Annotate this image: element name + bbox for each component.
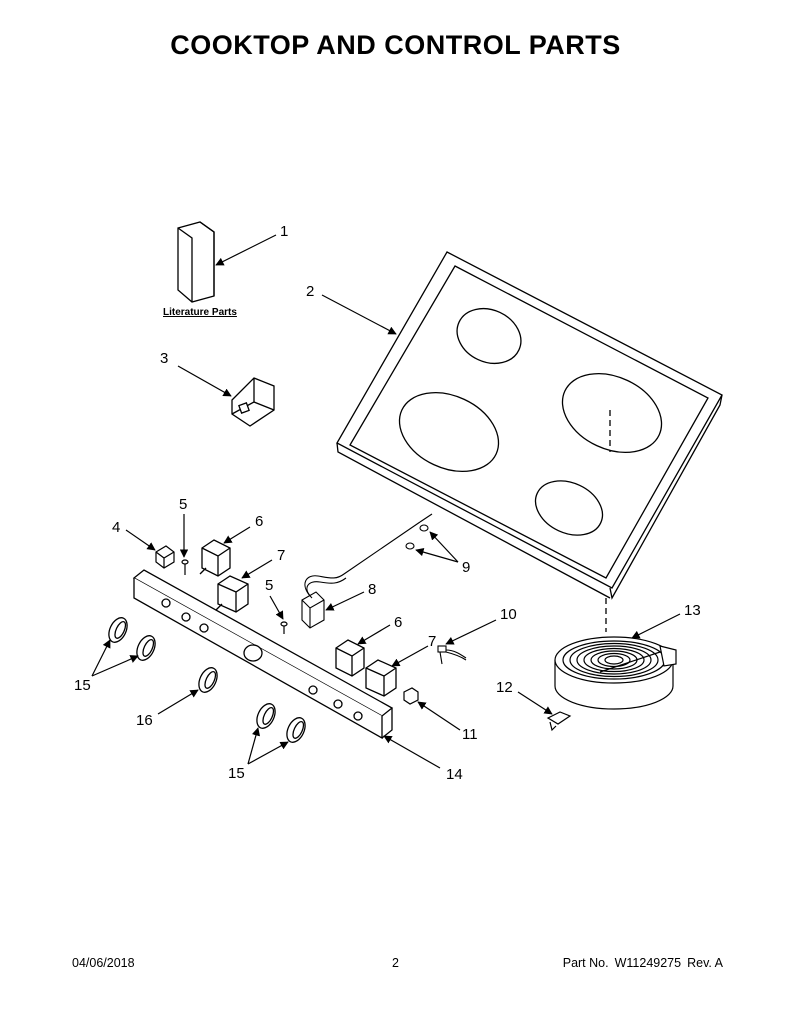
callout-6b: 6 — [394, 614, 402, 631]
footer-date: 04/06/2018 — [72, 956, 135, 970]
terminal-part-10 — [437, 645, 467, 665]
callout-4: 4 — [112, 519, 120, 536]
screw-part-5a — [181, 559, 189, 575]
switch-part-7a — [215, 575, 249, 613]
bracket-part-3 — [231, 377, 275, 427]
control-panel-part-14 — [132, 569, 394, 740]
callout-15b: 15 — [228, 765, 245, 782]
callout-7b: 7 — [428, 633, 436, 650]
infinite-switch-part-6b — [335, 639, 365, 677]
callout-2: 2 — [306, 283, 314, 300]
nut-part-9 — [405, 524, 429, 550]
page-title: COOKTOP AND CONTROL PARTS — [170, 30, 621, 60]
clip-part-12 — [546, 711, 572, 732]
callout-8: 8 — [368, 581, 376, 598]
callout-10: 10 — [500, 606, 517, 623]
revision: Rev. A — [687, 956, 723, 970]
cooktop-glass-part-2 — [336, 251, 723, 632]
callout-14: 14 — [446, 766, 463, 783]
knob-part-16 — [198, 667, 218, 693]
part-number-prefix: Part No. — [562, 956, 609, 970]
infinite-switch-part-6a — [199, 539, 231, 577]
callout-7a: 7 — [277, 547, 285, 564]
callout-3: 3 — [160, 350, 168, 367]
surface-element-part-13 — [554, 636, 677, 710]
screw-part-5b — [280, 621, 288, 634]
callout-5b: 5 — [265, 577, 273, 594]
knob-part-15-right — [256, 703, 306, 743]
callout-16: 16 — [136, 712, 153, 729]
footer-part-number: Part No. W11249275 Rev. A — [563, 956, 723, 970]
callout-15a: 15 — [74, 677, 91, 694]
callout-11: 11 — [462, 726, 478, 743]
footer-page-number: 2 — [392, 956, 399, 970]
callout-1: 1 — [280, 223, 288, 240]
callout-9: 9 — [462, 559, 470, 576]
literature-part-1 — [177, 221, 215, 303]
lamp-harness-part-8 — [301, 513, 433, 629]
callout-12: 12 — [496, 679, 513, 696]
part-number-value: W11249275 — [614, 956, 682, 970]
literature-parts-label: Literature Parts — [163, 307, 237, 318]
switch-part-4 — [155, 545, 175, 569]
callout-13: 13 — [684, 602, 701, 619]
callout-6a: 6 — [255, 513, 263, 530]
callout-5a: 5 — [179, 496, 187, 513]
switch-part-7b — [365, 659, 397, 697]
knob-part-15-left — [108, 617, 156, 661]
clip-part-11 — [403, 687, 419, 705]
